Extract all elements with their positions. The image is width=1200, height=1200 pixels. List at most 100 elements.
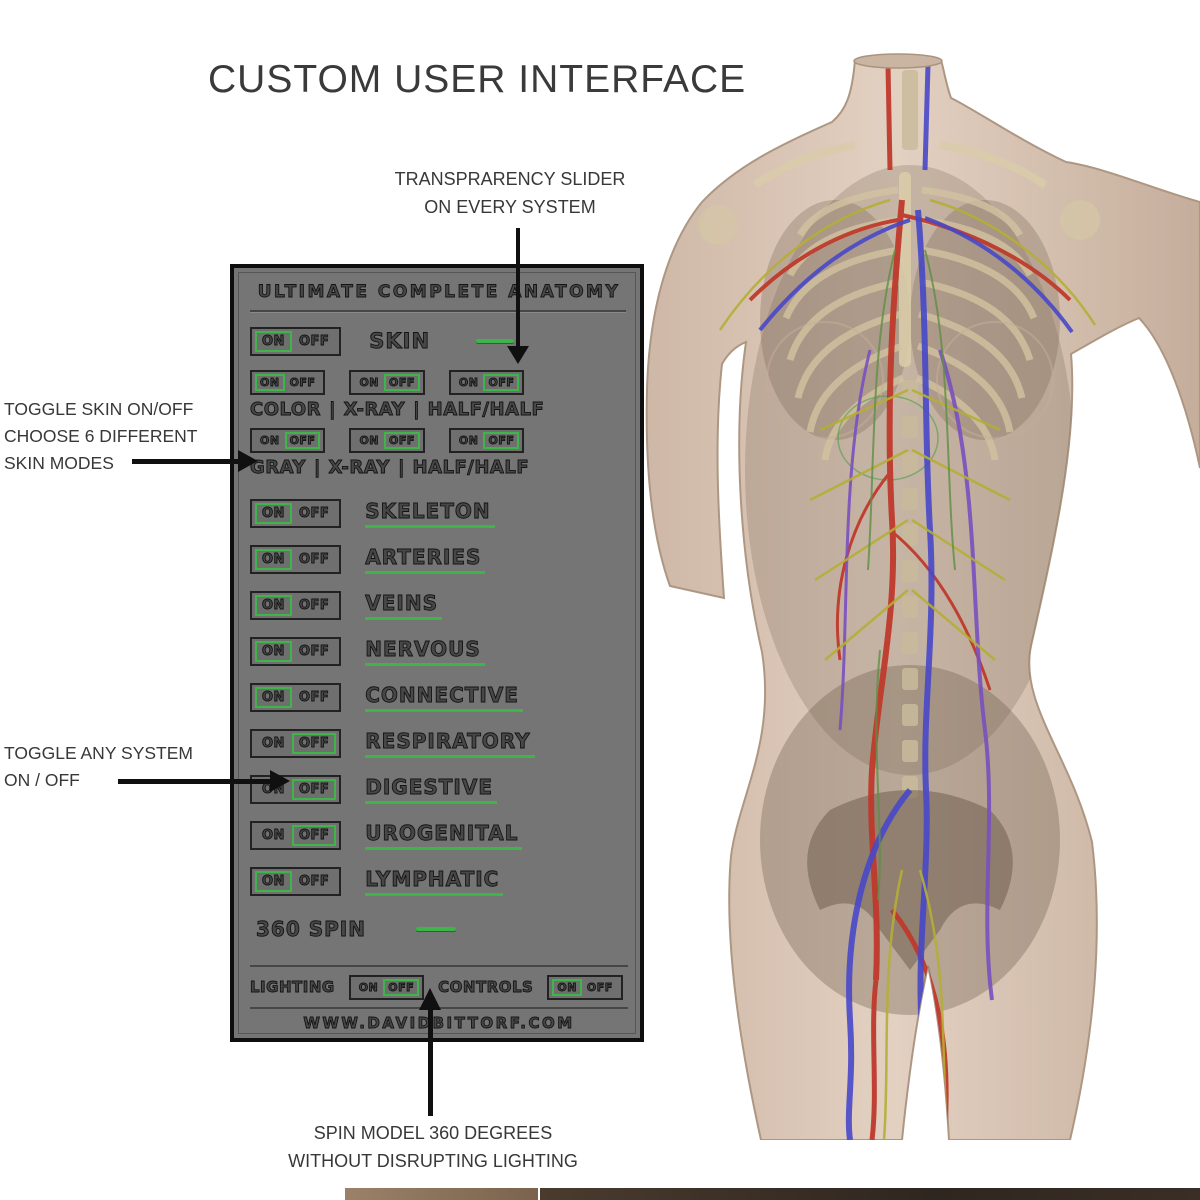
skin-arrow-head-icon (238, 450, 258, 472)
arteries-toggle[interactable]: ON OFF (250, 544, 342, 574)
skeleton-toggle[interactable]: ON OFF (250, 498, 342, 528)
system-label: UROGENITAL (365, 820, 523, 850)
on-option[interactable]: ON (262, 735, 285, 751)
system-label: DIGESTIVE (365, 774, 497, 804)
annotation-line: SPIN MODEL 360 DEGREES (313, 1123, 553, 1143)
controls-toggle[interactable]: ON OFF (547, 974, 623, 1000)
off-option[interactable]: OFF (298, 551, 330, 567)
respiratory-toggle[interactable]: ON OFF (250, 728, 342, 758)
skin-mode-xray-toggle[interactable]: ON OFF (349, 370, 425, 395)
on-option[interactable]: ON (255, 374, 285, 391)
on-option[interactable]: ON (359, 376, 380, 390)
on-option[interactable]: ON (255, 330, 292, 352)
off-option[interactable]: OFF (289, 376, 316, 390)
spin-slider[interactable] (415, 927, 456, 931)
on-option[interactable]: ON (255, 870, 292, 892)
system-row-nervous: ON OFF NERVOUS (250, 628, 628, 674)
off-option[interactable]: OFF (384, 374, 420, 391)
off-option[interactable]: OFF (291, 824, 337, 846)
on-option[interactable]: ON (255, 502, 292, 524)
annotation-line: ON / OFF (4, 770, 80, 791)
lighting-toggle[interactable]: ON OFF (348, 974, 425, 1000)
divider (250, 310, 626, 312)
veins-toggle[interactable]: ON OFF (250, 590, 342, 620)
annotation-line: CHOOSE 6 DIFFERENT (4, 426, 198, 447)
off-option[interactable]: OFF (298, 333, 330, 349)
controls-label: CONTROLS (438, 978, 534, 997)
on-option[interactable]: ON (255, 548, 292, 570)
annotation-spin: SPIN MODEL 360 DEGREES WITHOUT DISRUPTIN… (268, 1120, 598, 1176)
annotation-line: TOGGLE SKIN ON/OFF (4, 399, 194, 419)
skin-mode-labels-row1: COLOR | X-RAY | HALF/HALF (250, 399, 628, 421)
skin-mode-toggles-row1: ON OFF ON OFF ON OFF (250, 370, 628, 395)
system-row-lymphatic: ON OFF LYMPHATIC (250, 858, 628, 904)
skin-mode-toggles-row2: ON OFF ON OFF ON OFF (250, 428, 628, 453)
nervous-toggle[interactable]: ON OFF (250, 636, 342, 666)
on-option[interactable]: ON (255, 640, 292, 662)
system-row-veins: ON OFF VEINS (250, 582, 628, 628)
system-row-digestive: ON OFF DIGESTIVE (250, 766, 628, 812)
skin-transparency-slider[interactable] (476, 339, 515, 343)
annotation-line: WITHOUT DISRUPTING LIGHTING (288, 1150, 578, 1171)
on-option[interactable]: ON (552, 978, 582, 996)
system-label: VEINS (365, 590, 442, 620)
off-option[interactable]: OFF (284, 432, 321, 449)
on-option[interactable]: ON (255, 594, 292, 616)
on-option[interactable]: ON (260, 434, 280, 448)
lighting-label: LIGHTING (250, 978, 335, 997)
skin-mode-gray-xray-toggle[interactable]: ON OFF (349, 428, 425, 453)
annotation-transparency: TRANSPRARENCY SLIDER ON EVERY SYSTEM (368, 166, 652, 222)
anatomy-control-panel: ULTIMATE COMPLETE ANATOMY ON OFF SKIN ON… (230, 264, 644, 1042)
off-option[interactable]: OFF (298, 505, 330, 521)
lighting-row: LIGHTING ON OFF CONTROLS ON OFF (250, 965, 628, 1001)
off-option[interactable]: OFF (298, 873, 330, 889)
skin-label: SKIN (369, 329, 431, 354)
lymphatic-toggle[interactable]: ON OFF (250, 866, 342, 896)
off-option[interactable]: OFF (384, 432, 420, 449)
connective-toggle[interactable]: ON OFF (250, 682, 342, 712)
skin-mode-gray-toggle[interactable]: ON OFF (250, 428, 326, 453)
annotation-skin-toggle: TOGGLE SKIN ON/OFF CHOOSE 6 DIFFERENT SK… (4, 396, 234, 477)
off-option[interactable]: OFF (383, 978, 420, 996)
off-option[interactable]: OFF (298, 597, 330, 613)
skin-arrow-line (132, 459, 240, 464)
on-option[interactable]: ON (359, 434, 380, 448)
system-row-urogenital: ON OFF UROGENITAL (250, 812, 628, 858)
system-list: ON OFF SKELETON ON OFF ARTERIES ON OFF V… (250, 490, 628, 904)
off-option[interactable]: OFF (298, 689, 330, 705)
on-option[interactable]: ON (458, 434, 479, 448)
off-option[interactable]: OFF (298, 643, 330, 659)
system-label: LYMPHATIC (365, 866, 504, 896)
on-option[interactable]: ON (262, 827, 285, 843)
off-option[interactable]: OFF (291, 732, 337, 754)
off-option[interactable]: OFF (483, 432, 520, 449)
bottom-gallery-strip-right (540, 1188, 1200, 1200)
on-option[interactable]: ON (358, 980, 379, 994)
website-link[interactable]: WWW.DAVIDBITTORF.COM (250, 1007, 628, 1032)
system-label: SKELETON (365, 498, 495, 528)
on-option[interactable]: ON (458, 376, 479, 390)
urogenital-toggle[interactable]: ON OFF (250, 820, 342, 850)
on-option[interactable]: ON (255, 686, 292, 708)
system-label: CONNECTIVE (365, 682, 523, 712)
page-title: CUSTOM USER INTERFACE (208, 58, 747, 101)
skin-mode-color-toggle[interactable]: ON OFF (250, 370, 326, 395)
off-option[interactable]: OFF (291, 778, 337, 800)
annotation-line: SKIN MODES (4, 453, 114, 474)
mode-label-halfhalf2: HALF/HALF (412, 457, 530, 479)
system-label: RESPIRATORY (365, 728, 535, 758)
anatomy-model-image (645, 53, 1200, 1140)
annotation-line: ON EVERY SYSTEM (424, 196, 596, 217)
separator: | (413, 399, 420, 421)
skin-mode-gray-halfhalf-toggle[interactable]: ON OFF (448, 428, 525, 453)
transparency-arrow-head-icon (507, 346, 529, 364)
skin-toggle[interactable]: ON OFF (250, 326, 342, 356)
off-option[interactable]: OFF (483, 374, 520, 391)
system-label: ARTERIES (365, 544, 486, 574)
mode-label-color: COLOR (250, 399, 322, 421)
mode-label-xray: X-RAY (343, 399, 406, 421)
off-option[interactable]: OFF (586, 980, 613, 994)
annotation-line: TOGGLE ANY SYSTEM (4, 743, 193, 763)
skin-mode-halfhalf-toggle[interactable]: ON OFF (448, 370, 525, 395)
skin-mode-labels-row2: GRAY | X-RAY | HALF/HALF (250, 457, 628, 479)
